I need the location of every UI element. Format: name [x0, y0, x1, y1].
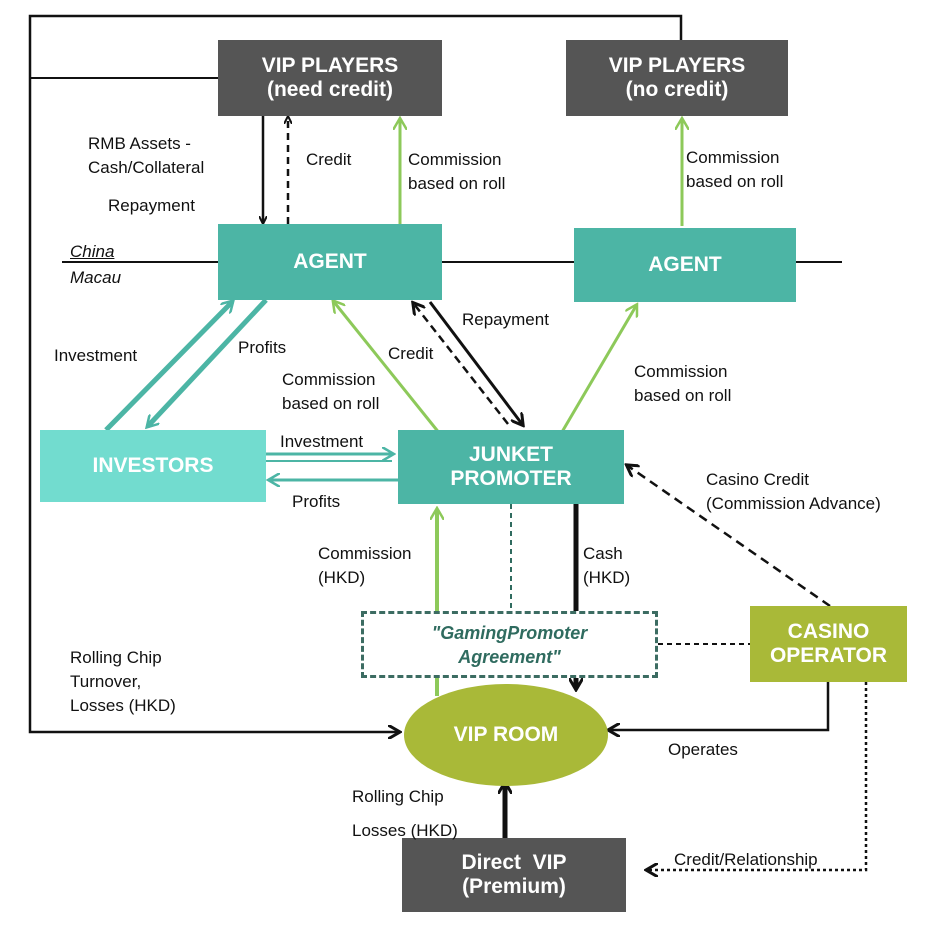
casino-credit-line2: (Commission Advance): [706, 494, 881, 513]
rolling-turnover-label: Rolling Chip Turnover, Losses (HKD): [70, 646, 176, 718]
junket-line2: PROMOTER: [450, 467, 572, 490]
casino-credit-line1: Casino Credit: [706, 470, 809, 489]
vip-room-label: VIP ROOM: [453, 722, 559, 746]
repayment-mid-label: Repayment: [462, 310, 549, 329]
repayment-arrow-mid: [428, 301, 522, 424]
turnover-loop-line: [28, 14, 683, 732]
rolling-turnover-line3: Losses (HKD): [70, 696, 176, 715]
china-label: China: [70, 242, 115, 261]
casino-operator-box: CASINO OPERATOR: [750, 606, 907, 682]
agent-left-label: AGENT: [293, 249, 367, 273]
agreement-line2: Agreement": [458, 646, 561, 667]
rmb-assets-line2: Cash/Collateral: [88, 158, 205, 177]
rolling-turnover-line1: Rolling Chip: [70, 648, 162, 667]
investment-left-label: Investment: [54, 346, 138, 365]
investment-mid-label: Investment: [280, 432, 364, 451]
rolling-losses-label: Rolling Chip Losses (HKD): [352, 780, 458, 848]
operates-arrow: [610, 682, 830, 730]
agent-right-box: AGENT: [574, 228, 796, 302]
commission-agent-right-label: Commission based on roll: [634, 360, 731, 408]
commission-arrow-agent-right: [560, 306, 636, 433]
profits-left-label: Profits: [238, 338, 287, 357]
investors-label: INVESTORS: [92, 453, 214, 477]
direct-vip-line2: (Premium): [462, 875, 566, 898]
rolling-losses-line1: Rolling Chip: [352, 787, 444, 806]
investors-box: INVESTORS: [40, 430, 266, 502]
commission-hkd-line1: Commission: [318, 544, 412, 563]
commission-mid-line1: Commission: [282, 370, 376, 389]
vip-no-title: VIP PLAYERS: [608, 53, 746, 77]
credit-top-label: Credit: [306, 150, 352, 169]
agent-right-label: AGENT: [648, 252, 722, 276]
cash-hkd-line1: Cash: [583, 544, 623, 563]
credit-relationship-arrow: [648, 682, 868, 870]
direct-vip-box: Direct VIP (Premium): [402, 838, 626, 912]
macau-label: Macau: [70, 268, 122, 287]
commission-right-label: Commission based on roll: [686, 146, 783, 194]
casino-credit-arrow: [628, 466, 831, 608]
rolling-losses-line2: Losses (HKD): [352, 821, 458, 840]
commission-left-line1: Commission: [408, 150, 502, 169]
operates-label: Operates: [668, 740, 738, 759]
casino-credit-label: Casino Credit (Commission Advance): [706, 468, 881, 516]
agreement-line1: "GamingPromoter: [431, 622, 588, 643]
agent-left-box: AGENT: [218, 224, 442, 300]
direct-vip-line1: Direct VIP: [461, 850, 567, 874]
vip-no-subtitle: (no credit): [625, 78, 729, 101]
cash-hkd-label: Cash (HKD): [583, 542, 630, 590]
commission-right-line1: Commission: [686, 148, 780, 167]
credit-mid-label: Credit: [388, 344, 434, 363]
vip-need-title: VIP PLAYERS: [261, 53, 399, 77]
casino-line2: OPERATOR: [769, 644, 888, 667]
profits-arrow-left: [148, 298, 268, 426]
commission-agent-right-line1: Commission: [634, 362, 728, 381]
junket-line1: JUNKET: [468, 442, 553, 466]
commission-hkd-line2: (HKD): [318, 568, 366, 587]
profits-mid-label: Profits: [292, 492, 341, 511]
commission-left-line2: based on roll: [408, 174, 506, 193]
vip-players-no-credit-box: VIP PLAYERS (no credit): [566, 40, 788, 116]
commission-hkd-label: Commission (HKD): [318, 542, 412, 590]
commission-right-line2: based on roll: [686, 172, 784, 191]
vip-need-subtitle: (need credit): [266, 78, 394, 101]
cash-hkd-line2: (HKD): [583, 568, 631, 587]
rmb-assets-line1: RMB Assets -: [88, 134, 191, 153]
vip-room-oval: VIP ROOM: [404, 684, 608, 786]
junket-promoter-box: JUNKET PROMOTER: [398, 430, 624, 504]
vip-players-need-credit-box: VIP PLAYERS (need credit): [218, 40, 442, 116]
commission-mid-line2: based on roll: [282, 394, 380, 413]
commission-mid-label: Commission based on roll: [282, 368, 379, 416]
rmb-assets-label: RMB Assets - Cash/Collateral: [88, 132, 204, 180]
casino-line1: CASINO: [787, 619, 870, 643]
commission-arrow-mid: [334, 302, 442, 435]
commission-agent-right-line2: based on roll: [634, 386, 732, 405]
credit-relationship-label: Credit/Relationship: [674, 850, 818, 869]
gaming-promoter-agreement-box: "GamingPromoter Agreement": [361, 611, 658, 678]
commission-left-label: Commission based on roll: [408, 148, 505, 196]
investment-arrow-left: [104, 302, 232, 432]
repayment-top-label: Repayment: [108, 196, 195, 215]
rolling-turnover-line2: Turnover,: [70, 672, 142, 691]
